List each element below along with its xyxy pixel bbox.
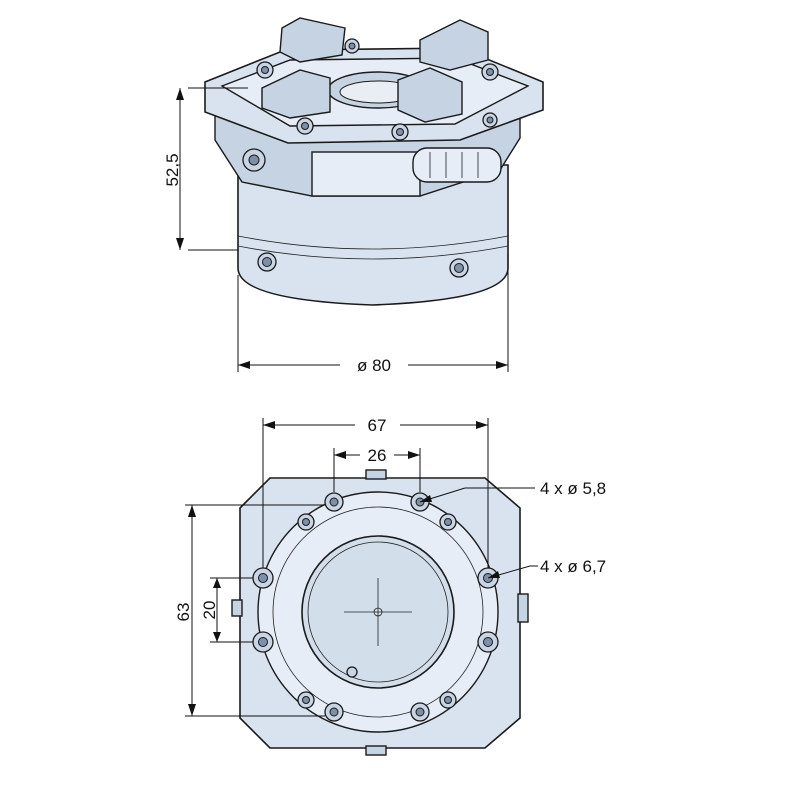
- dimension-inner-spacing-top: 26: [333, 446, 421, 492]
- diameter-label-side: ø 80: [357, 356, 391, 375]
- dimension-height-side: 52,5: [163, 87, 248, 251]
- dimension-width-top: 67: [262, 416, 489, 568]
- width-label-top: 67: [368, 416, 387, 435]
- offset-label-top: 20: [200, 601, 219, 620]
- callout-large-holes: 4 x ø 6,7: [487, 557, 606, 579]
- dimension-height-top: 63: [174, 504, 325, 717]
- inner-spacing-label-top: 26: [368, 446, 387, 465]
- chuck-top-view: [231, 469, 529, 756]
- callout-small-holes: 4 x ø 5,8: [419, 479, 606, 503]
- dimension-diameter-side: ø 80: [237, 255, 509, 375]
- dimension-offset-top: 20: [200, 577, 253, 643]
- height-label-top: 63: [174, 603, 193, 622]
- chuck-side-view: [204, 17, 544, 306]
- large-holes-label: 4 x ø 6,7: [540, 557, 606, 576]
- height-label-side: 52,5: [163, 153, 182, 186]
- small-holes-label: 4 x ø 5,8: [540, 479, 606, 498]
